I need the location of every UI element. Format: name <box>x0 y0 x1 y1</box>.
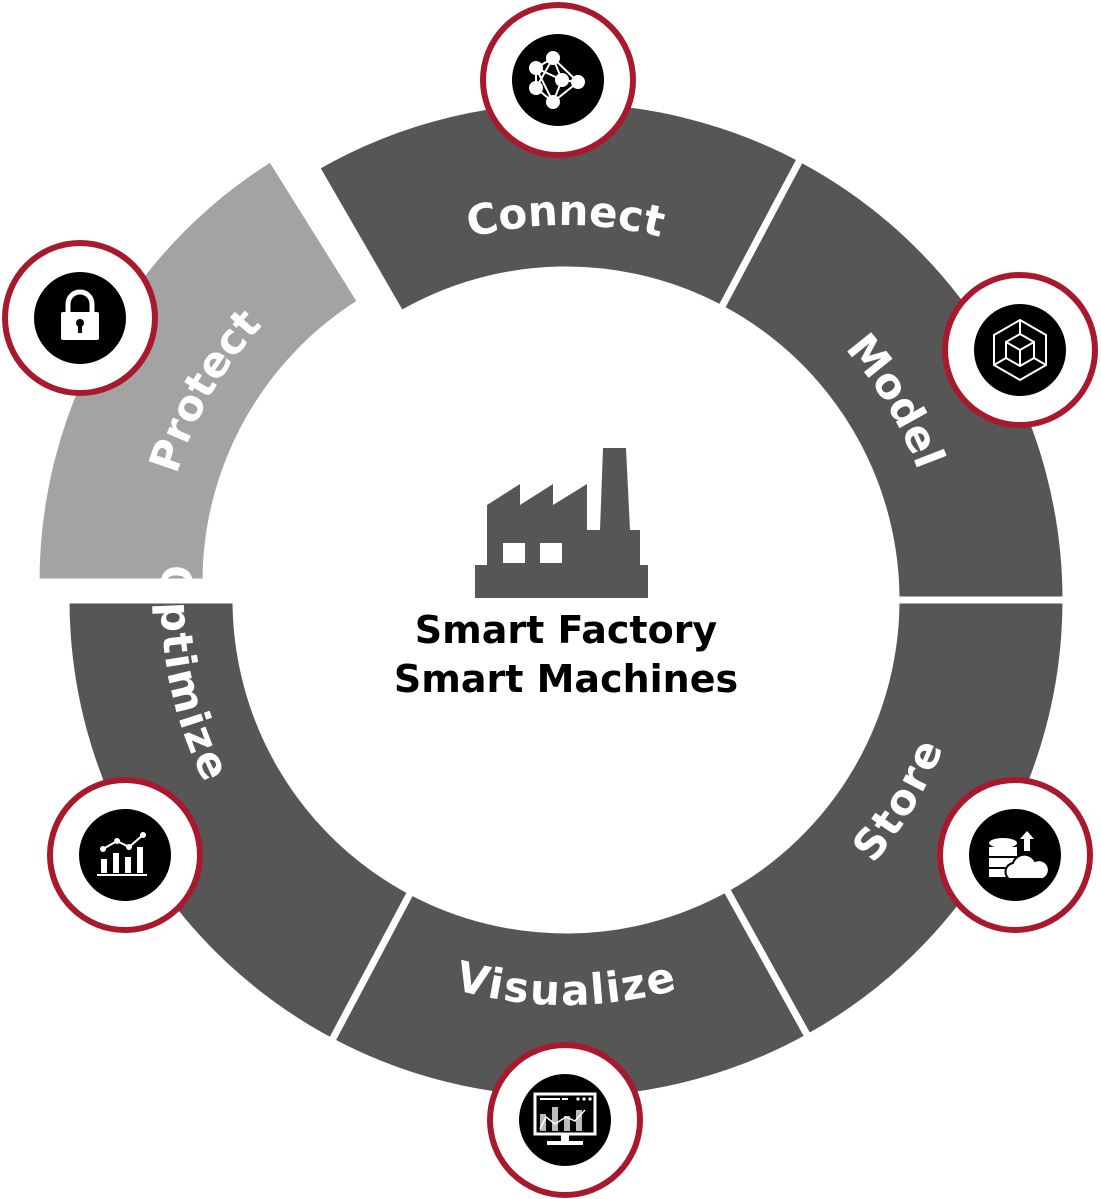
lock-icon <box>61 289 99 340</box>
cube-icon <box>993 318 1047 382</box>
badge-store <box>937 777 1093 933</box>
network-icon <box>529 51 585 109</box>
badge-optimize <box>47 777 203 933</box>
segment-store <box>721 596 1070 1043</box>
center-title-line1: Smart Factory <box>415 608 718 652</box>
badge-visualize <box>487 1042 643 1198</box>
center-title-line2: Smart Machines <box>394 657 738 701</box>
badge-model <box>942 272 1098 428</box>
segment-optimize <box>62 596 416 1047</box>
badge-protect <box>2 240 158 396</box>
bar-chart-icon <box>97 832 147 876</box>
monitor-chart-icon <box>533 1092 597 1145</box>
badge-connect <box>480 2 636 158</box>
segment-visualize <box>326 883 814 1104</box>
factory-icon <box>475 448 648 598</box>
segment-model <box>716 153 1070 604</box>
segment-protect <box>32 153 366 586</box>
database-cloud-icon <box>989 831 1050 880</box>
segment-connect <box>311 96 806 319</box>
